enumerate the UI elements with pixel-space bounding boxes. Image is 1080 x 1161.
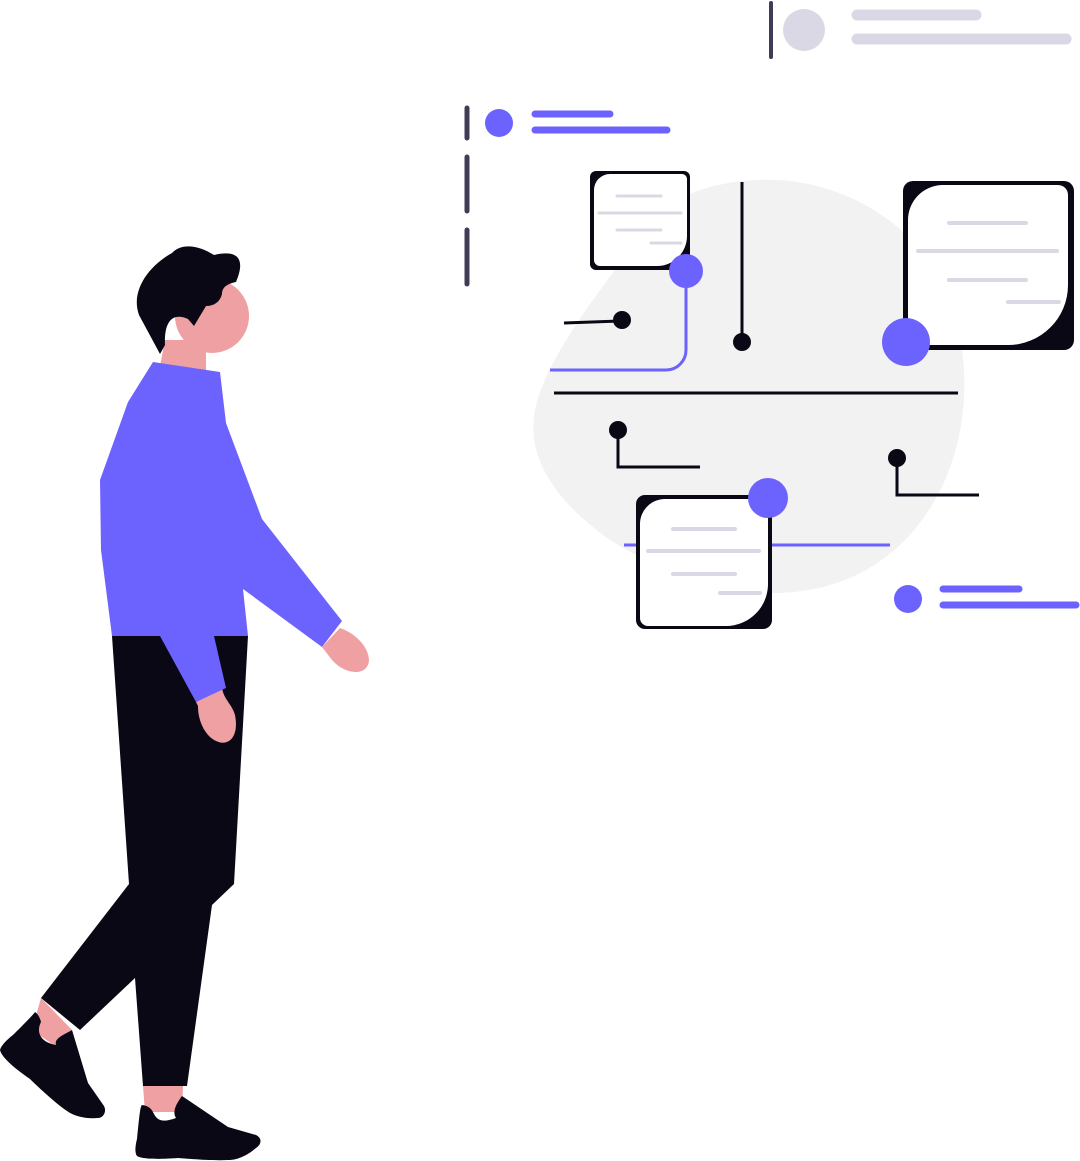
document-card-icon [636,478,788,629]
left-placeholder [464,105,671,287]
top-placeholder [769,1,1072,59]
node-dots [609,311,906,467]
document-card-icon [590,171,703,288]
person-walking-illustration [0,246,369,1161]
document-card-icon [882,181,1074,366]
background-blob [533,179,965,594]
bottom-right-placeholder [894,585,1080,613]
